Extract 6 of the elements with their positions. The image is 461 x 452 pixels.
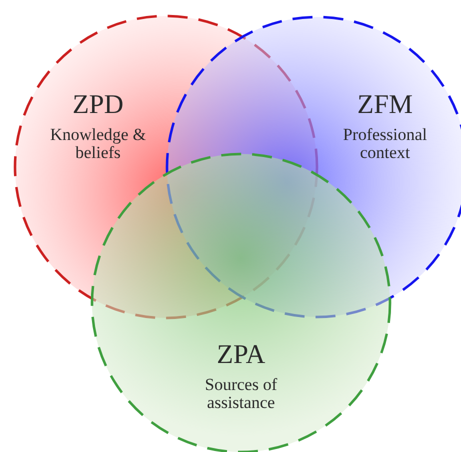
zone-title: ZPA bbox=[216, 340, 266, 370]
zone-title: ZPD bbox=[72, 90, 124, 120]
zone-description: Knowledge & beliefs bbox=[49, 126, 147, 164]
zone-description: Sources of assistance bbox=[204, 376, 278, 414]
zone-description: Professional context bbox=[342, 126, 428, 164]
zone-title: ZFM bbox=[357, 90, 413, 120]
